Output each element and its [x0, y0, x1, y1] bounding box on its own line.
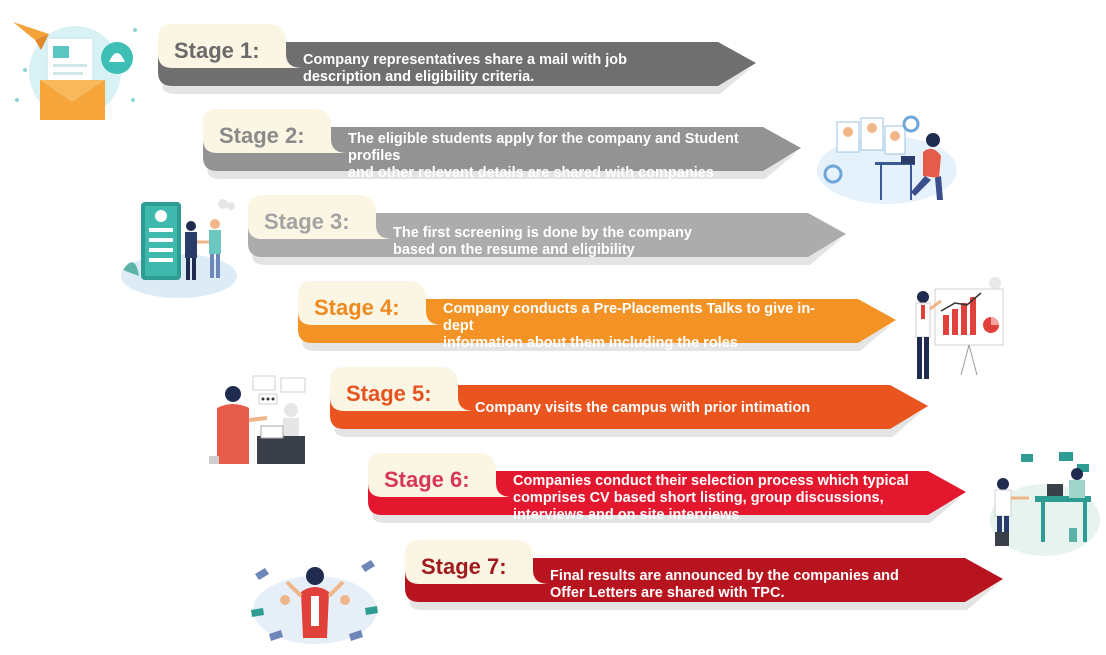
stage-label-tab — [203, 109, 347, 153]
stage-band — [405, 540, 1003, 610]
stage-label-tab — [368, 453, 512, 497]
stage-label: Stage 3: — [264, 209, 350, 234]
stage-description: The first screening is done by the compa… — [393, 225, 692, 258]
stage-description: Final results are announced by the compa… — [550, 568, 899, 601]
stage-5: Stage 5: Company visits the campus with p… — [330, 367, 928, 437]
stage-band — [368, 453, 966, 523]
thumbs-up-celebration-illustration — [251, 560, 378, 644]
stage-band — [248, 195, 846, 265]
resume-handshake-illustration — [121, 199, 237, 298]
profile-review-illustration — [817, 115, 957, 204]
stage-band — [298, 281, 896, 351]
stage-label-tab — [158, 24, 302, 68]
stage-arrow — [158, 42, 756, 86]
stage-arrow — [405, 558, 1003, 602]
stage-label: Stage 5: — [346, 381, 432, 406]
stage-description: Companies conduct their selection proces… — [513, 473, 909, 523]
stage-description: Company conducts a Pre-Placements Talks … — [443, 301, 816, 368]
stage-1: Stage 1: Company representatives share a … — [158, 24, 756, 94]
stage-6: Stage 6: Companies conduct their selectio… — [368, 453, 966, 523]
mail-envelope-icon — [13, 22, 137, 120]
stage-band — [158, 24, 756, 94]
stage-description: Company visits the campus with prior int… — [475, 400, 811, 416]
stage-label: Stage 7: — [421, 554, 507, 579]
stage-7: Stage 7: Final results are announced by t… — [405, 540, 1003, 610]
stage-description: Company representatives share a mail wit… — [303, 52, 627, 85]
stage-band — [203, 109, 801, 179]
stage-label-tab — [248, 195, 392, 239]
stage-arrow — [248, 213, 846, 257]
stage-arrow — [368, 471, 966, 515]
stage-3: Stage 3: The first screening is done by t… — [248, 195, 846, 265]
stage-label-tab — [298, 281, 442, 325]
stage-4: Stage 4: Company conducts a Pre-Placement… — [298, 281, 896, 368]
stage-label: Stage 6: — [384, 467, 470, 492]
stage-arrow — [298, 299, 896, 343]
stage-label-tab — [330, 367, 474, 411]
campus-visit-illustration — [209, 375, 306, 464]
stage-label-tab — [405, 540, 549, 584]
stage-label: Stage 2: — [219, 123, 305, 148]
stage-arrow — [203, 127, 801, 171]
stage-2: Stage 2: The eligible students apply for … — [203, 109, 801, 181]
stage-arrow — [330, 385, 928, 429]
stage-label: Stage 1: — [174, 38, 260, 63]
stage-label: Stage 4: — [314, 295, 400, 320]
stage-band — [330, 367, 928, 437]
presentation-chart-illustration — [915, 277, 1004, 379]
interview-desk-illustration — [990, 452, 1100, 556]
stage-description: The eligible students apply for the comp… — [348, 131, 739, 181]
